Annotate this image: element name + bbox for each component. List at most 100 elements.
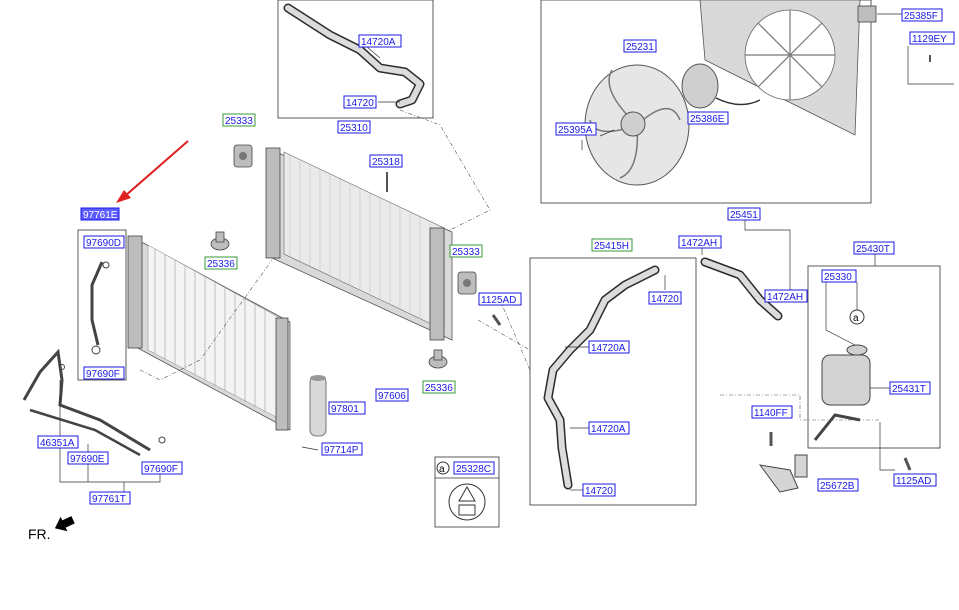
label-25415H[interactable]: 25415H [591,238,633,252]
label-25231[interactable]: 25231 [623,39,657,53]
label-1472AH-b[interactable]: 1472AH [764,289,808,303]
svg-text:25386E: 25386E [690,114,725,125]
svg-text:25231: 25231 [626,42,654,53]
part-labels: 97761E 97690D 97690F 46351A 97690E 97690… [37,8,955,505]
insulator-25336-left [210,231,230,251]
label-14720A-top[interactable]: 14720A [358,34,402,48]
svg-text:25333: 25333 [225,116,253,127]
svg-text:14720A: 14720A [361,37,396,48]
label-25431T[interactable]: 25431T [889,381,931,395]
label-14720A-r1[interactable]: 14720A [588,340,630,354]
label-25395A[interactable]: 25395A [555,122,597,136]
label-25330[interactable]: 25330 [821,269,857,283]
bracket-25672B [720,394,912,493]
fan-motor [681,63,761,109]
bolt-1125AD-a [491,314,502,326]
svg-text:1129EY: 1129EY [912,34,947,45]
label-97690F-b[interactable]: 97690F [141,461,183,475]
svg-text:1472AH: 1472AH [681,238,717,249]
label-25336-b[interactable]: 25336 [422,380,456,394]
svg-text:14720: 14720 [651,294,679,305]
label-25430T[interactable]: 25430T [853,241,895,255]
svg-text:97606: 97606 [378,391,406,402]
label-25385F[interactable]: 25385F [901,8,943,22]
label-97690F-a[interactable]: 97690F [83,366,125,380]
connector-25385F [857,5,877,23]
condenser [127,235,291,431]
bushing-25333-right [457,271,477,295]
front-direction-marker: FR. [28,516,75,542]
svg-text:97690D: 97690D [86,238,121,249]
svg-text:25330: 25330 [824,272,852,283]
label-14720-top[interactable]: 14720 [343,95,377,109]
svg-text:1472AH: 1472AH [767,292,803,303]
bushing-25333-left [233,144,253,168]
fan-assembly [540,0,954,204]
svg-text:25336: 25336 [425,383,453,394]
svg-text:25451: 25451 [730,210,758,221]
svg-text:25336: 25336 [207,259,235,270]
label-1125AD-a[interactable]: 1125AD [478,292,522,306]
svg-text:1125AD: 1125AD [896,476,931,487]
label-25333-b[interactable]: 25333 [449,244,483,258]
label-46351A[interactable]: 46351A [37,435,79,449]
label-25386E[interactable]: 25386E [687,111,729,125]
svg-text:14720: 14720 [346,98,374,109]
svg-text:46351A: 46351A [40,438,75,449]
svg-text:25385F: 25385F [904,11,938,22]
label-97690E[interactable]: 97690E [67,451,109,465]
svg-text:97761E: 97761E [83,210,118,221]
svg-text:97801: 97801 [331,404,359,415]
svg-text:25328C: 25328C [456,464,491,475]
label-25451[interactable]: 25451 [727,207,761,221]
label-97690D[interactable]: 97690D [83,235,125,249]
label-25672B[interactable]: 25672B [817,478,859,492]
label-25318[interactable]: 25318 [369,154,403,168]
receiver-drier [309,375,327,437]
callout-letter-a-2: a [439,464,445,475]
label-25336-a[interactable]: 25336 [204,256,238,270]
label-14720-r1[interactable]: 14720 [648,291,682,305]
svg-text:25310: 25310 [340,123,368,134]
insulator-25336-right [428,349,448,369]
label-97714P[interactable]: 97714P [321,442,363,456]
svg-text:25333: 25333 [452,247,480,258]
radiator [265,147,453,341]
label-97606[interactable]: 97606 [375,388,409,402]
svg-text:97714P: 97714P [324,445,359,456]
label-25310[interactable]: 25310 [337,120,371,134]
label-97761T[interactable]: 97761T [89,491,131,505]
svg-text:1125AD: 1125AD [481,295,516,306]
label-1125AD-b[interactable]: 1125AD [893,473,937,487]
svg-text:25431T: 25431T [892,384,926,395]
upper-hose-group [277,0,491,241]
svg-text:97690E: 97690E [70,454,105,465]
red-pointer-arrow-icon [116,140,189,203]
label-1472AH-a[interactable]: 1472AH [678,235,722,249]
label-25333-a[interactable]: 25333 [222,113,256,127]
fan-blade [584,64,690,186]
coolant-cap-warning-icon: a [434,456,500,528]
svg-text:25395A: 25395A [558,125,593,136]
svg-text:97761T: 97761T [92,494,126,505]
label-1140FF[interactable]: 1140FF [751,405,793,419]
svg-text:14720: 14720 [585,486,613,497]
label-25328C[interactable]: 25328C [453,461,495,475]
label-1129EY[interactable]: 1129EY [909,31,955,45]
label-97761E[interactable]: 97761E [80,207,120,221]
svg-text:1140FF: 1140FF [754,408,788,419]
callout-letter-a: a [853,313,859,324]
label-14720-r2[interactable]: 14720 [582,483,616,497]
svg-text:25415H: 25415H [594,241,629,252]
svg-text:14720A: 14720A [591,424,626,435]
hose-25451 [700,220,791,321]
label-14720A-r2[interactable]: 14720A [588,421,630,435]
svg-text:97690F: 97690F [144,464,178,475]
lower-hose-group [477,257,697,506]
svg-text:25318: 25318 [372,157,400,168]
coolant-reservoir: a [807,252,941,449]
ac-pipes [22,229,166,492]
front-direction-arrow-icon [54,516,75,532]
label-97801[interactable]: 97801 [328,401,366,415]
